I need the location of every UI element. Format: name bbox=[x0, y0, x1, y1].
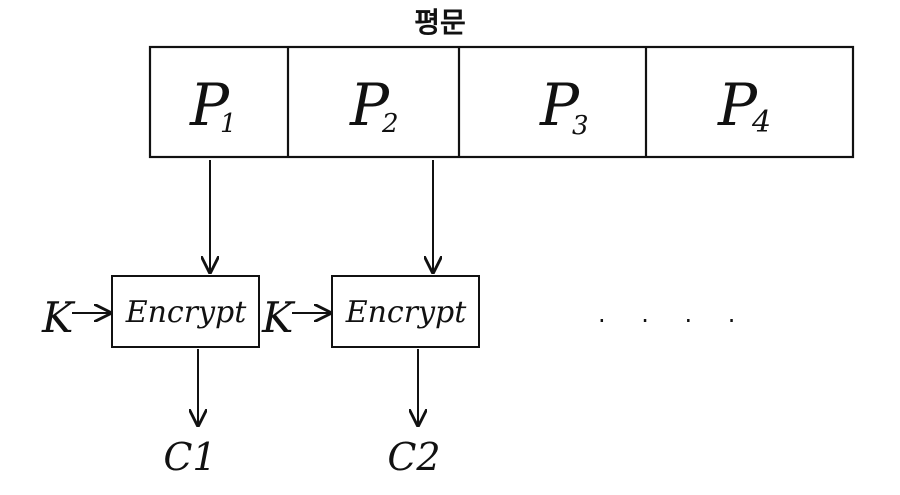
plaintext-block-p3: P 3 bbox=[539, 71, 589, 141]
continuation-ellipsis: . . . . bbox=[598, 300, 749, 328]
key-label: K bbox=[261, 293, 296, 342]
plaintext-block-p4: P 4 bbox=[717, 71, 771, 140]
encrypt-box bbox=[111, 275, 260, 348]
plaintext-strip: P 1 P 2 P 3 P 4 bbox=[148, 45, 855, 159]
diagram-title: 평문 bbox=[414, 6, 466, 39]
ciphertext-label: C2 bbox=[387, 435, 440, 479]
block-subscript: 4 bbox=[751, 105, 771, 140]
plaintext-block-p1: P 1 bbox=[189, 71, 237, 139]
block-letter: P bbox=[539, 71, 580, 139]
block-letter: P bbox=[717, 71, 758, 139]
ciphertext-label: C1 bbox=[163, 435, 216, 479]
block-letter: P bbox=[189, 71, 230, 139]
encrypt-box bbox=[331, 275, 480, 348]
encrypt-unit-1: K Encrypt C1 bbox=[41, 275, 260, 479]
block-subscript: 3 bbox=[572, 111, 589, 141]
block-subscript: 2 bbox=[381, 109, 399, 139]
block-subscript: 1 bbox=[220, 109, 237, 139]
encrypt-unit-2: K Encrypt C2 bbox=[261, 275, 480, 479]
encrypt-label: Encrypt bbox=[345, 295, 468, 330]
block-letter: P bbox=[349, 71, 390, 139]
plaintext-block-p2: P 2 bbox=[349, 71, 399, 139]
encrypt-label: Encrypt bbox=[125, 295, 248, 330]
key-label: K bbox=[41, 293, 76, 342]
